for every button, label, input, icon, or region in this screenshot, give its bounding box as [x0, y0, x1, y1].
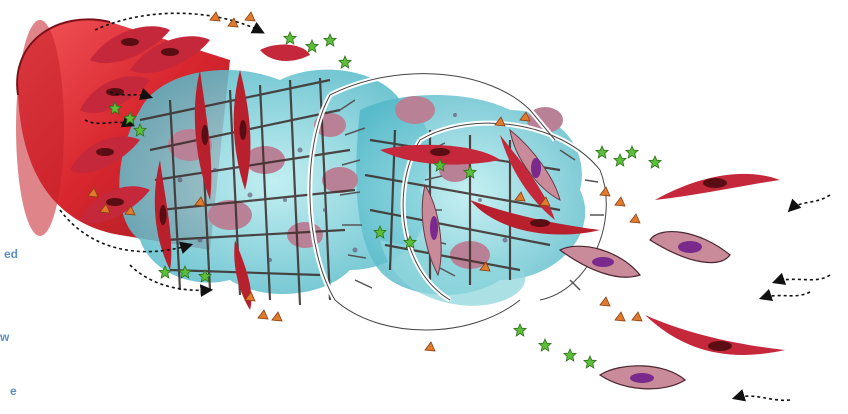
migrating-pink-cell-bottom	[600, 366, 685, 389]
migrating-red-cell-bottom	[645, 315, 785, 355]
migrating-pink-cell-upper	[650, 232, 730, 263]
migrating-red-cell-top	[655, 174, 780, 200]
migrating-pink-cell-mid	[560, 246, 640, 277]
